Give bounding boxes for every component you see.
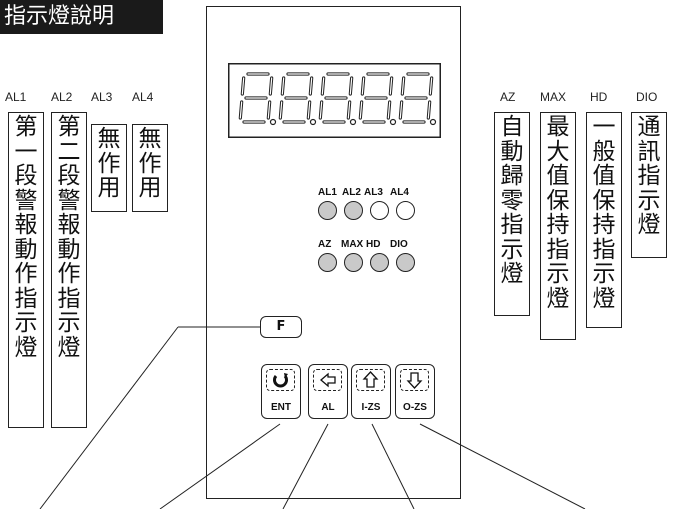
led-max	[344, 253, 363, 272]
led-al1	[318, 201, 337, 220]
left-desc-al1: 第一段警報動作指示燈	[8, 112, 44, 428]
led-al3	[370, 201, 389, 220]
seven-segment-display	[228, 63, 441, 138]
left-label-al3: AL3	[91, 90, 113, 104]
led-label-max: MAX	[341, 239, 364, 250]
right-desc-az: 自動歸零指示燈	[494, 112, 530, 316]
display-digit	[358, 72, 397, 126]
left-desc-al3: 無作用	[91, 124, 127, 212]
leader-line-ent	[159, 423, 281, 509]
decimal-point	[269, 118, 277, 126]
led-label-dio: DIO	[390, 239, 408, 250]
leader-line-al	[282, 423, 329, 509]
leader-line-ozs	[419, 423, 586, 509]
led-dio	[396, 253, 415, 272]
led-label-al2: AL2	[342, 187, 361, 198]
decimal-point	[389, 118, 397, 126]
left-desc-al4: 無作用	[132, 124, 168, 212]
led-label-al1: AL1	[318, 187, 337, 198]
arrow-down-icon	[400, 369, 429, 391]
al-key[interactable]: AL	[308, 364, 348, 419]
meter-front-panel	[206, 6, 461, 499]
led-az	[318, 253, 337, 272]
arrow-up-icon	[356, 369, 385, 391]
refresh-icon	[266, 369, 295, 391]
led-label-hd: HD	[366, 239, 381, 250]
ent-key[interactable]: ENT	[261, 364, 301, 419]
leader-line-izs	[371, 423, 415, 509]
right-label-hd: HD	[590, 90, 608, 104]
right-label-max: MAX	[540, 90, 567, 104]
right-desc-hd: 一般值保持指示燈	[586, 112, 622, 328]
key-label: ENT	[271, 402, 291, 413]
right-desc-max: 最大值保持指示燈	[540, 112, 576, 340]
led-label-al4: AL4	[390, 187, 409, 198]
i-zs-key[interactable]: I-ZS	[351, 364, 391, 419]
key-label: AL	[321, 402, 335, 413]
right-label-az: AZ	[500, 90, 516, 104]
led-al2	[344, 201, 363, 220]
decimal-point	[349, 118, 357, 126]
display-digit	[238, 72, 277, 126]
display-digit	[318, 72, 357, 126]
f-key[interactable]: F	[260, 316, 302, 338]
led-al4	[396, 201, 415, 220]
display-frame	[228, 63, 441, 138]
leader-line-f	[39, 326, 179, 509]
led-hd	[370, 253, 389, 272]
left-label-al1: AL1	[5, 90, 27, 104]
right-desc-dio: 通訊指示燈	[631, 112, 667, 258]
decimal-point	[429, 118, 437, 126]
display-digit	[398, 72, 437, 126]
decimal-point	[309, 118, 317, 126]
left-label-al4: AL4	[132, 90, 154, 104]
key-label: I-ZS	[361, 402, 381, 413]
key-label: O-ZS	[403, 402, 427, 413]
left-label-al2: AL2	[51, 90, 73, 104]
left-desc-al2: 第二段警報動作指示燈	[51, 112, 87, 428]
page-title: 指示燈說明	[0, 0, 163, 34]
led-label-az: AZ	[318, 239, 332, 250]
right-label-dio: DIO	[636, 90, 658, 104]
display-digit	[278, 72, 317, 126]
led-label-al3: AL3	[364, 187, 383, 198]
arrow-left-icon	[313, 369, 342, 391]
o-zs-key[interactable]: O-ZS	[395, 364, 435, 419]
